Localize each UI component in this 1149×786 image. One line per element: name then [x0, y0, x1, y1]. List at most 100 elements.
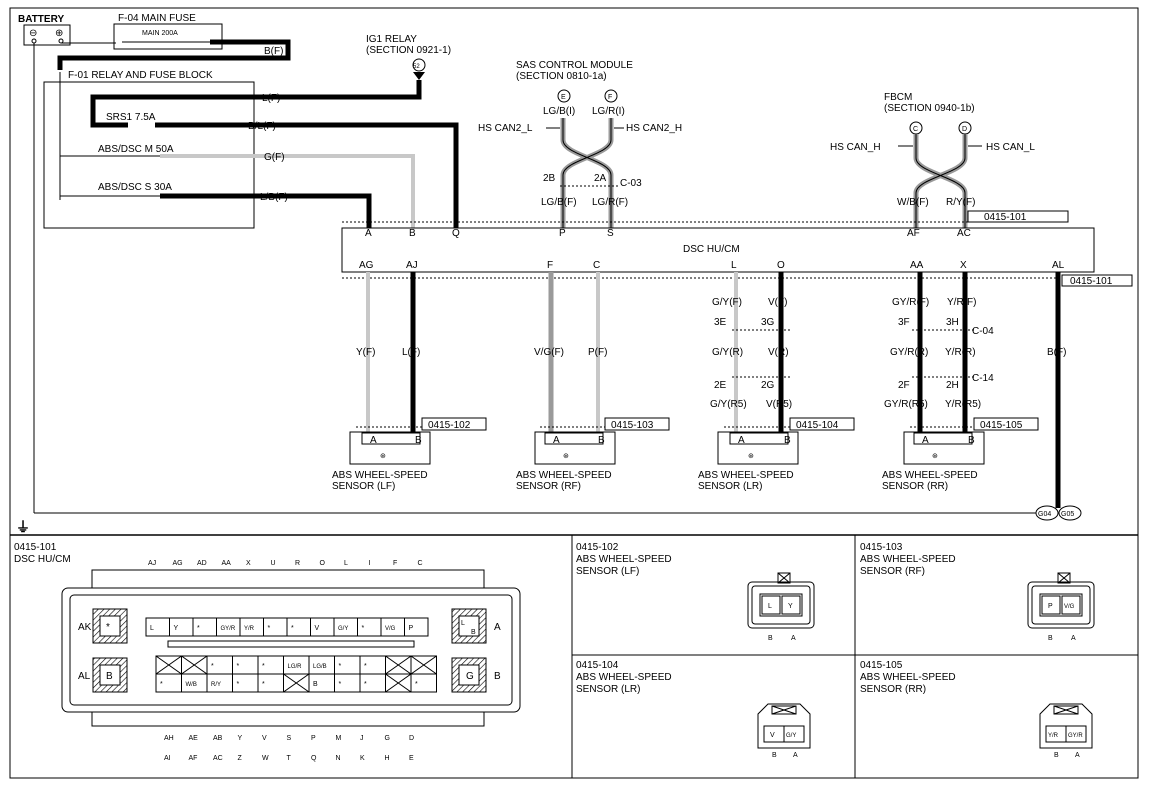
sensor-LR-conn: 0415-104: [796, 420, 839, 431]
wire-LR-j2b: 2G: [761, 380, 775, 391]
wire-L-to-ig1: [90, 80, 422, 128]
dsc-pin-F: F: [547, 260, 553, 271]
sas-conn: C-03: [620, 178, 642, 189]
view-dsc-bottom-label: Q: [311, 755, 317, 762]
sensor-RR-pin-b: B: [968, 435, 975, 446]
view-dsc-bottom-label: AH: [164, 735, 174, 742]
sensor-RR-title2: SENSOR (RR): [882, 481, 948, 492]
view-lf: 0415-102 ABS WHEEL-SPEED SENSOR (LF) L Y…: [576, 542, 815, 642]
wire-RF-A-label: V/G(F): [534, 347, 564, 358]
sensor-RR-title1: ABS WHEEL-SPEED: [882, 470, 978, 481]
wire-RR-w3a: GY/R(R5): [884, 399, 928, 410]
relay-block-label: F-01 RELAY AND FUSE BLOCK: [68, 70, 213, 81]
view-dsc-top-label: C: [418, 560, 423, 567]
view-dsc-pin-empty-mark: [181, 655, 208, 675]
view-dsc-pin-label: *: [364, 663, 367, 670]
wire-LR-w3a: G/Y(R5): [710, 399, 747, 410]
view-dsc-top-label: U: [271, 560, 276, 567]
view-lr-t2: SENSOR (LR): [576, 684, 640, 695]
dsc-pin-AG: AG: [359, 260, 374, 271]
sensor-LF-conn: 0415-102: [428, 420, 471, 431]
view-dsc-bottom-label: E: [409, 755, 414, 762]
sensor-RR: 0415-105 A B ⊛ ABS WHEEL-SPEED SENSOR (R…: [882, 417, 1039, 492]
view-dsc-name: DSC HU/CM: [14, 554, 71, 565]
dsc-pin-AC: AC: [957, 228, 971, 239]
wire-RR-w1b: Y/R(F): [947, 297, 976, 308]
view-dsc-pin-label: *: [160, 681, 163, 688]
sensor-LF-pin-a: A: [370, 435, 377, 446]
main-wire: [57, 39, 291, 70]
dsc-pin-S: S: [607, 228, 614, 239]
view-dsc-pin-label: P: [409, 625, 414, 632]
wire-LR-w1b: V(F): [768, 297, 787, 308]
main-fuse-label: MAIN 200A: [142, 30, 178, 37]
view-dsc-pin-label: V: [315, 625, 320, 632]
view-dsc-side-a: A: [494, 622, 501, 633]
conn-c14: C-14: [972, 373, 994, 384]
battery: BATTERY ⊖ ⊕: [18, 14, 71, 46]
view-rr: 0415-105 ABS WHEEL-SPEED SENSOR (RR) Y/R…: [860, 660, 1093, 759]
dsc-conn-bottom: 0415-101: [1070, 276, 1113, 287]
main-fuse: F-04 MAIN FUSE MAIN 200A: [113, 13, 223, 50]
dsc-pin-O: O: [777, 260, 785, 271]
view-lf-t2: SENSOR (LF): [576, 566, 639, 577]
view-dsc-pin-label: *: [268, 625, 271, 632]
view-lr-id: 0415-104: [576, 660, 619, 671]
view-dsc-pin-label: GY/R: [221, 626, 236, 632]
wire-LR-j2a: 2E: [714, 380, 727, 391]
view-rr-p1: Y/R: [1048, 733, 1059, 739]
dsc-pin-P: P: [559, 228, 566, 239]
sas-pin-f: F: [608, 94, 612, 101]
view-dsc-bottom-label: D: [409, 735, 414, 742]
view-dsc-bottom-label: P: [311, 735, 316, 742]
view-dsc-pin-label: G/Y: [338, 626, 348, 632]
sensor-RR-icon: ⊛: [932, 453, 938, 460]
sensor-RF-title1: ABS WHEEL-SPEED: [516, 470, 612, 481]
sensor-RF: 0415-103 A B ⊛ ABS WHEEL-SPEED SENSOR (R…: [516, 417, 670, 492]
view-lf-a: A: [791, 635, 796, 642]
ground-g04: G04: [1038, 511, 1051, 518]
sensor-LR-pin-b: B: [784, 435, 791, 446]
wire-RF-B-label: P(F): [588, 347, 607, 358]
view-dsc-bottom-label: M: [336, 735, 342, 742]
view-dsc-bottom-label: AE: [189, 735, 199, 742]
view-rr-id: 0415-105: [860, 660, 903, 671]
fbcm-title: FBCM: [884, 92, 912, 103]
view-dsc-pin-label: *: [262, 663, 265, 670]
view-dsc-pin-empty-mark: [410, 655, 437, 675]
fbcm-pin-d: D: [962, 126, 967, 133]
sensor-LR-pin-a: A: [738, 435, 745, 446]
view-dsc-top-label: AJ: [148, 560, 156, 567]
sas-module: SAS CONTROL MODULE (SECTION 0810-1a) E F…: [478, 60, 682, 228]
view-dsc-pin-label: *: [362, 625, 365, 632]
wire-RR-j1b: 3H: [946, 317, 959, 328]
sensor-LF-pin-b: B: [415, 435, 422, 446]
battery-neg-icon: ⊖: [29, 28, 37, 39]
view-rf-a: A: [1071, 635, 1076, 642]
dsc-name: DSC HU/CM: [683, 244, 740, 255]
view-dsc-top-label: AA: [222, 560, 232, 567]
battery-label: BATTERY: [18, 14, 64, 25]
view-dsc-bottom-label: AC: [213, 755, 223, 762]
fbcm-can-l: HS CAN_L: [986, 142, 1035, 153]
fuse-abs-s: ABS/DSC S 30A: [98, 182, 172, 193]
view-dsc-pin-empty-mark: [283, 673, 310, 693]
view-dsc-pin-label: B: [313, 681, 318, 688]
wire-LR-j1a: 3E: [714, 317, 727, 328]
sas-section: (SECTION 0810-1a): [516, 71, 607, 82]
fbcm-can-h: HS CAN_H: [830, 142, 881, 153]
view-dsc-pin-cell: [404, 617, 429, 637]
view-dsc-top-label: X: [246, 560, 251, 567]
view-lr-t1: ABS WHEEL-SPEED: [576, 672, 672, 683]
dsc-pin-L: L: [731, 260, 737, 271]
view-dsc-side-b: B: [494, 671, 501, 682]
sensor-LF-title1: ABS WHEEL-SPEED: [332, 470, 428, 481]
fbcm-pin-c: C: [913, 126, 918, 133]
dsc-pin-C: C: [593, 260, 600, 271]
view-dsc-pin-label: *: [415, 681, 418, 688]
sensor-RF-title2: SENSOR (RF): [516, 481, 581, 492]
sas-pin-e: E: [561, 94, 566, 101]
view-dsc-bottom-label: V: [262, 735, 267, 742]
view-dsc-top-label: AD: [197, 560, 207, 567]
